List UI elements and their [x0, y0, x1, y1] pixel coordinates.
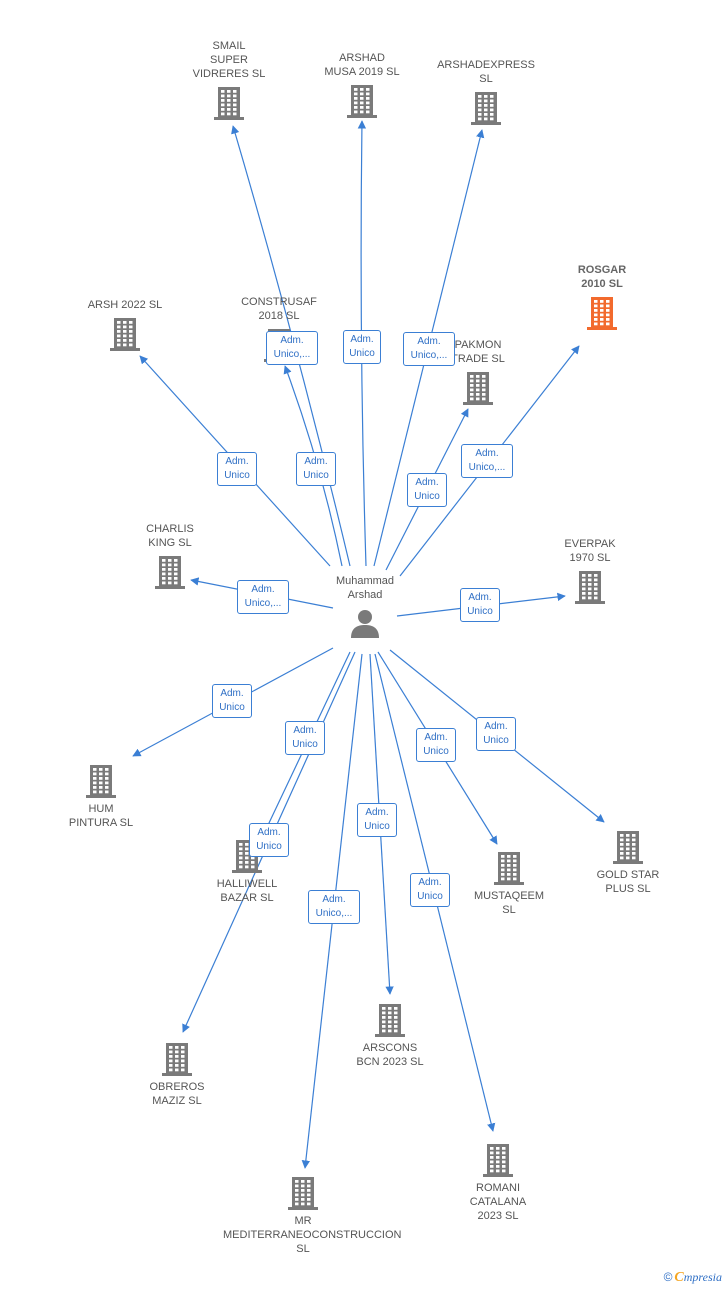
- edge-label-halliwell[interactable]: Adm. Unico: [249, 823, 289, 857]
- edge-label-arsh2022[interactable]: Adm. Unico: [217, 452, 257, 486]
- building-icon: [494, 852, 524, 885]
- person-icon: [351, 610, 379, 638]
- company-node-halliwell[interactable]: HALLIWELL BAZAR SL: [167, 838, 327, 905]
- building-icon: [463, 372, 493, 405]
- edge-label-charlis[interactable]: Adm. Unico,...: [237, 580, 289, 614]
- building-icon: [110, 318, 140, 351]
- company-label: EVERPAK 1970 SL: [564, 538, 616, 564]
- building-icon: [375, 1004, 405, 1037]
- company-label: SMAIL SUPER VIDRERES SL: [192, 40, 266, 80]
- company-node-arshadexpress[interactable]: ARSHADEXPRESS SL: [406, 58, 566, 126]
- company-label: GOLD STAR PLUS SL: [596, 869, 660, 895]
- company-node-mustaqeem[interactable]: MUSTAQEEM SL: [429, 850, 589, 917]
- company-label: ARSH 2022 SL: [87, 299, 163, 311]
- company-label: HUM PINTURA SL: [68, 803, 134, 829]
- building-icon: [347, 85, 377, 118]
- company-node-mr[interactable]: MR MEDITERRANEOCONSTRUCCION SL: [223, 1175, 402, 1256]
- company-label: ARSHAD MUSA 2019 SL: [324, 52, 400, 78]
- brand-name: mpresia: [683, 1270, 722, 1284]
- company-label: HALLIWELL BAZAR SL: [216, 878, 278, 904]
- edge-label-everpak[interactable]: Adm. Unico: [460, 588, 500, 622]
- company-node-romani[interactable]: ROMANI CATALANA 2023 SL: [418, 1142, 578, 1223]
- brand-initial: C: [674, 1270, 684, 1285]
- company-node-arscons[interactable]: ARSCONS BCN 2023 SL: [310, 1002, 470, 1069]
- company-label: MUSTAQEEM SL: [473, 890, 545, 916]
- edge-label-mr[interactable]: Adm. Unico,...: [308, 890, 360, 924]
- building-icon: [214, 87, 244, 120]
- edge-label-obreros[interactable]: Adm. Unico: [285, 721, 325, 755]
- company-label: ARSCONS BCN 2023 SL: [356, 1042, 424, 1068]
- building-icon: [86, 765, 116, 798]
- edge-label-mustaqeem[interactable]: Adm. Unico: [416, 728, 456, 762]
- company-node-pakmon[interactable]: PAKMON TRADE SL: [398, 338, 558, 406]
- company-label: ROSGAR 2010 SL: [577, 264, 627, 290]
- edge-label-romani[interactable]: Adm. Unico: [410, 873, 450, 907]
- building-icon: [471, 92, 501, 125]
- company-label: MR MEDITERRANEOCONSTRUCCION SL: [223, 1215, 402, 1255]
- person-name: Muhammad Arshad: [335, 575, 395, 601]
- edge-label-construsaf[interactable]: Adm. Unico,...: [266, 331, 318, 365]
- building-icon: [155, 556, 185, 589]
- edge-label-hum[interactable]: Adm. Unico: [212, 684, 252, 718]
- edge-label-rosgar[interactable]: Adm. Unico,...: [461, 444, 513, 478]
- person-node[interactable]: Muhammad Arshad: [300, 574, 430, 638]
- company-label: CHARLIS KING SL: [146, 523, 194, 549]
- company-label: OBREROS MAZIZ SL: [149, 1081, 205, 1107]
- building-icon: [162, 1043, 192, 1076]
- edge-label-pakmon[interactable]: Adm. Unico: [407, 473, 447, 507]
- company-node-goldstar[interactable]: GOLD STAR PLUS SL: [548, 829, 708, 896]
- edge-label-arshadexpress[interactable]: Adm. Unico,...: [403, 332, 455, 366]
- company-node-arsh2022[interactable]: ARSH 2022 SL: [45, 298, 205, 352]
- company-node-everpak[interactable]: EVERPAK 1970 SL: [510, 537, 670, 605]
- company-node-rosgar[interactable]: ROSGAR 2010 SL: [522, 263, 682, 331]
- company-label: ARSHADEXPRESS SL: [437, 59, 535, 85]
- edge-label-arshadmusa[interactable]: Adm. Unico: [343, 330, 381, 364]
- edge-label-arscons[interactable]: Adm. Unico: [357, 803, 397, 837]
- company-node-arshadmusa[interactable]: ARSHAD MUSA 2019 SL: [282, 51, 442, 119]
- edge-label-goldstar[interactable]: Adm. Unico: [476, 717, 516, 751]
- building-icon: [483, 1144, 513, 1177]
- company-label: CONSTRUSAF 2018 SL: [241, 296, 317, 322]
- company-node-smail[interactable]: SMAIL SUPER VIDRERES SL: [149, 39, 309, 121]
- building-icon: [587, 297, 617, 330]
- building-icon: [288, 1177, 318, 1210]
- company-node-charlis[interactable]: CHARLIS KING SL: [90, 522, 250, 590]
- company-node-obreros[interactable]: OBREROS MAZIZ SL: [97, 1041, 257, 1108]
- company-label: PAKMON TRADE SL: [451, 339, 505, 365]
- brand-logo: ©Cmpresia: [664, 1270, 722, 1286]
- company-label: ROMANI CATALANA 2023 SL: [469, 1182, 527, 1222]
- edge-label-smail[interactable]: Adm. Unico: [296, 452, 336, 486]
- copyright-icon: ©: [663, 1270, 673, 1284]
- building-icon: [575, 571, 605, 604]
- company-node-hum[interactable]: HUM PINTURA SL: [21, 763, 181, 830]
- building-icon: [613, 831, 643, 864]
